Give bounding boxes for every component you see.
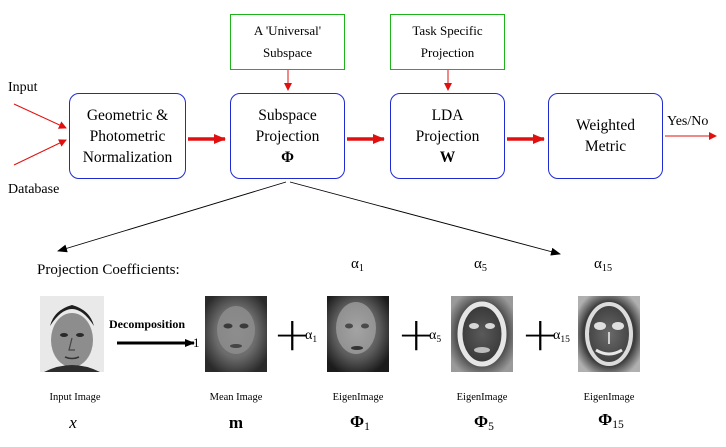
database-label: Database [8,182,60,197]
universal-line-1: A 'Universal' [253,23,322,38]
database-arrow [13,139,67,166]
coefficients-title: Projection Coefficients: [37,262,180,278]
eigenimage-15-caption: EigenImage [583,392,635,403]
universal-line-2: Subspace [262,45,313,60]
input-face-image [40,296,104,372]
alpha-15-multiplier: α15 [553,328,570,345]
plus-sign-3: + [521,307,560,361]
plus-sign-2: + [397,307,436,361]
lda-line-1: LDA [431,106,464,124]
decomposition-label: Decomposition [109,317,185,331]
lda-projection-box: LDA Projection W [390,93,505,179]
input-symbol: x [69,413,77,432]
input-label: Input [8,80,38,95]
normalization-line-2: Photometric [89,127,166,145]
alpha-15-header: α15 [594,256,613,274]
task-specific-note: Task Specific Projection [390,14,505,70]
input-arrow [13,103,67,129]
phi-15-symbol: Φ15 [598,410,624,431]
weighted-metric-box: Weighted Metric [548,93,663,179]
universal-subspace-note: A 'Universal' Subspace [230,14,345,70]
normalization-line-1: Geometric & [86,106,169,124]
normalization-line-3: Normalization [82,148,173,166]
subspace-projection-box: Subspace Projection Φ [230,93,345,179]
mean-image-caption: Mean Image [209,392,263,403]
alpha-1-header: α1 [351,256,364,274]
eigenface-1-image [327,296,389,372]
alpha-5-header: α5 [474,256,487,274]
task-line-1: Task Specific [412,23,483,38]
eigenimage-5-caption: EigenImage [456,392,508,403]
alpha-1-multiplier: α1 [305,328,318,345]
mean-symbol: m [228,413,244,432]
decomposition-one: 1 [193,335,200,350]
metric-line-1: Weighted [575,117,635,134]
task-line-2: Projection [420,45,475,60]
lda-symbol: W [439,148,456,166]
subspace-symbol: Φ [281,148,294,166]
subspace-line-2: Projection [255,127,320,145]
lda-line-2: Projection [415,127,480,145]
eigenface-15-image [578,296,640,372]
alpha-5-multiplier: α5 [429,328,442,345]
eigenface-5-image [451,296,513,372]
phi-5-symbol: Φ5 [474,412,494,433]
fan-right-line [289,181,561,256]
output-label: Yes/No [667,114,709,129]
fan-left-line [57,181,287,253]
plus-sign-1: + [273,307,312,361]
subspace-line-1: Subspace [258,106,317,124]
eigenimage-1-caption: EigenImage [332,392,384,403]
input-image-caption: Input Image [49,392,101,403]
metric-line-2: Metric [584,138,627,155]
phi-1-symbol: Φ1 [350,412,370,433]
mean-face-image [205,296,267,372]
normalization-box: Geometric & Photometric Normalization [69,93,186,179]
